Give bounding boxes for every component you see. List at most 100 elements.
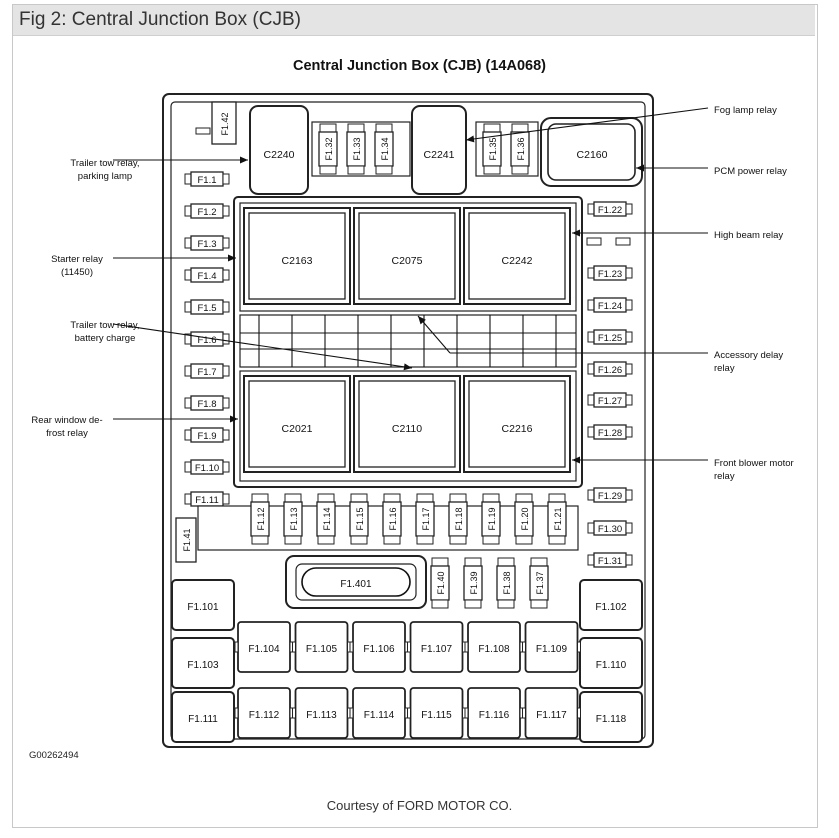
fuse-f1-36-label: F1.36 [516,137,526,160]
fuse-f1-18-cap-top [449,493,467,503]
fuse-f1-33-label: F1.33 [352,137,362,160]
fuse-f1-115-clip-left [407,707,411,719]
fuse-f1-8-cap-left [184,397,192,409]
left-callout-label-2: Trailer tow relay, [70,320,139,331]
fuse-f1-38-cap-top [497,557,515,567]
fuse-f1-4-cap-right [222,269,230,281]
left-callout-arrow-2-head [403,363,412,371]
fuse-f1-26-cap-right [625,363,633,375]
fuse-f1-18-cap-bottom [449,535,467,545]
fuse-f1-5-label: F1.5 [197,303,216,314]
fuse-f1-25-cap-left [587,331,595,343]
fuse-f1-109-clip-right [577,641,581,653]
fuse-f1-22-cap-right [625,203,633,215]
fuse-f1-26-label: F1.26 [598,365,622,376]
fuse-f1-1-cap-left [184,173,192,185]
relay-c2163-label: C2163 [282,255,313,267]
fuse-f1-108-clip-left [464,641,469,653]
fuse-f1-15-cap-top [350,493,368,503]
fuse-f1-118-label: F1.118 [596,714,627,725]
fuse-f1-108-label: F1.108 [478,644,510,655]
fuse-f1-101-label: F1.101 [187,602,219,613]
fuse-f1-6-label: F1.6 [197,335,216,346]
fuse-f1-27-cap-left [587,394,595,406]
fuse-f1-110-label: F1.110 [596,660,627,671]
fuse-f1-12-cap-top [251,493,269,503]
right-callout-arrow-3-line [417,315,451,354]
fuse-f1-102-label: F1.102 [595,602,627,613]
fuse-f1-2-cap-right [222,205,230,217]
fuse-f1-31-cap-right [625,554,633,566]
fuse-f1-13-label: F1.13 [289,507,299,530]
fuse-f1-16-cap-top [383,493,401,503]
fuse-f1-14-cap-bottom [317,535,335,545]
fuse-f1-37-cap-top [530,557,548,567]
fuse-f1-35-cap-top [483,123,501,133]
fuse-f1-109-label: F1.109 [536,644,568,655]
fuse-f1-103-label: F1.103 [187,660,219,671]
fuse-f1-113-label: F1.113 [306,710,337,721]
fuse-f1-26-cap-left [587,363,595,375]
right-callout-label-4: Front blower motor [714,458,794,469]
fuse-f1-23-cap-right [625,267,633,279]
fuse-f1-5-cap-left [184,301,192,313]
fuse-f1-25-cap-right [625,331,633,343]
fuse-f1-13-cap-top [284,493,302,503]
fuse-f1-106-label: F1.106 [363,644,395,655]
fuse-f1-104-label: F1.104 [248,644,280,655]
relay-c2163 [248,212,346,300]
relay-label-c2240: C2240 [264,149,295,161]
left-callout-label-1: Starter relay [51,254,103,265]
fuse-f1-117-label: F1.117 [536,710,567,721]
fuse-f1-105-clip-left [292,641,296,653]
fuse-f1-11-cap-right [222,493,230,505]
fuse-f1-7-cap-right [222,365,230,377]
relay-label-c2241: C2241 [424,149,455,161]
right-slot [615,237,631,246]
left-callout-arrow-2-line [112,323,413,369]
fuse-f1-102 [579,579,643,631]
left-callout-label-3: frost relay [46,428,88,439]
fuse-f1-14-label: F1.14 [322,507,332,530]
fuse-f1-20-cap-top [515,493,533,503]
fuse-f1-5-cap-right [222,301,230,313]
fuse-f1-112-clip-left [234,707,239,719]
fuse-f1-106-clip-left [349,641,354,653]
fuse-tab [195,127,211,135]
relay-label-c2160: C2160 [577,149,608,161]
fuse-f1-4-cap-left [184,269,192,281]
fuse-f1-104-clip-left [234,641,239,653]
fuse-f1-19-label: F1.19 [487,507,497,530]
fuse-f1-23-cap-left [587,267,595,279]
diagram-title: Central Junction Box (CJB) (14A068) [293,58,546,74]
left-callout-label-3: Rear window de- [31,415,102,426]
relay-c2021 [248,380,346,468]
fuse-f1-4-label: F1.4 [197,271,216,282]
fuse-f1-21-cap-bottom [548,535,566,545]
maxi-fuse-f1-401 [301,567,411,597]
fuse-f1-16-label: F1.16 [388,507,398,530]
fuse-f1-24-cap-left [587,299,595,311]
fuse-f1-1-cap-right [222,173,230,185]
fuse-f1-115-label: F1.115 [421,710,452,721]
fuse-f1-39-cap-top [464,557,482,567]
fuse-f1-37-cap-bottom [530,599,548,609]
left-callout-label-0: Trailer tow relay, [70,158,139,169]
relay-c2216 [468,380,566,468]
fuse-f1-6-cap-right [222,333,230,345]
fuse-f1-38-cap-bottom [497,599,515,609]
fuse-f1-35-cap-bottom [483,165,501,175]
relay-c2110-label: C2110 [392,423,422,435]
fuse-f1-112-label: F1.112 [249,710,280,721]
fuse-f1-38-label: F1.38 [502,571,512,594]
fuse-f1-8-cap-right [222,397,230,409]
fuse-f1-10-cap-left [184,461,192,473]
fuse-f1-34-cap-top [375,123,393,133]
fuse-f1-36-cap-bottom [511,165,529,175]
fuse-f1-109-clip-left [522,641,526,653]
fuse-f1-29-cap-right [625,489,633,501]
fuse-f1-20-label: F1.20 [520,507,530,530]
fuse-f1-33-cap-top [347,123,365,133]
fuse-f1-3-cap-left [184,237,192,249]
